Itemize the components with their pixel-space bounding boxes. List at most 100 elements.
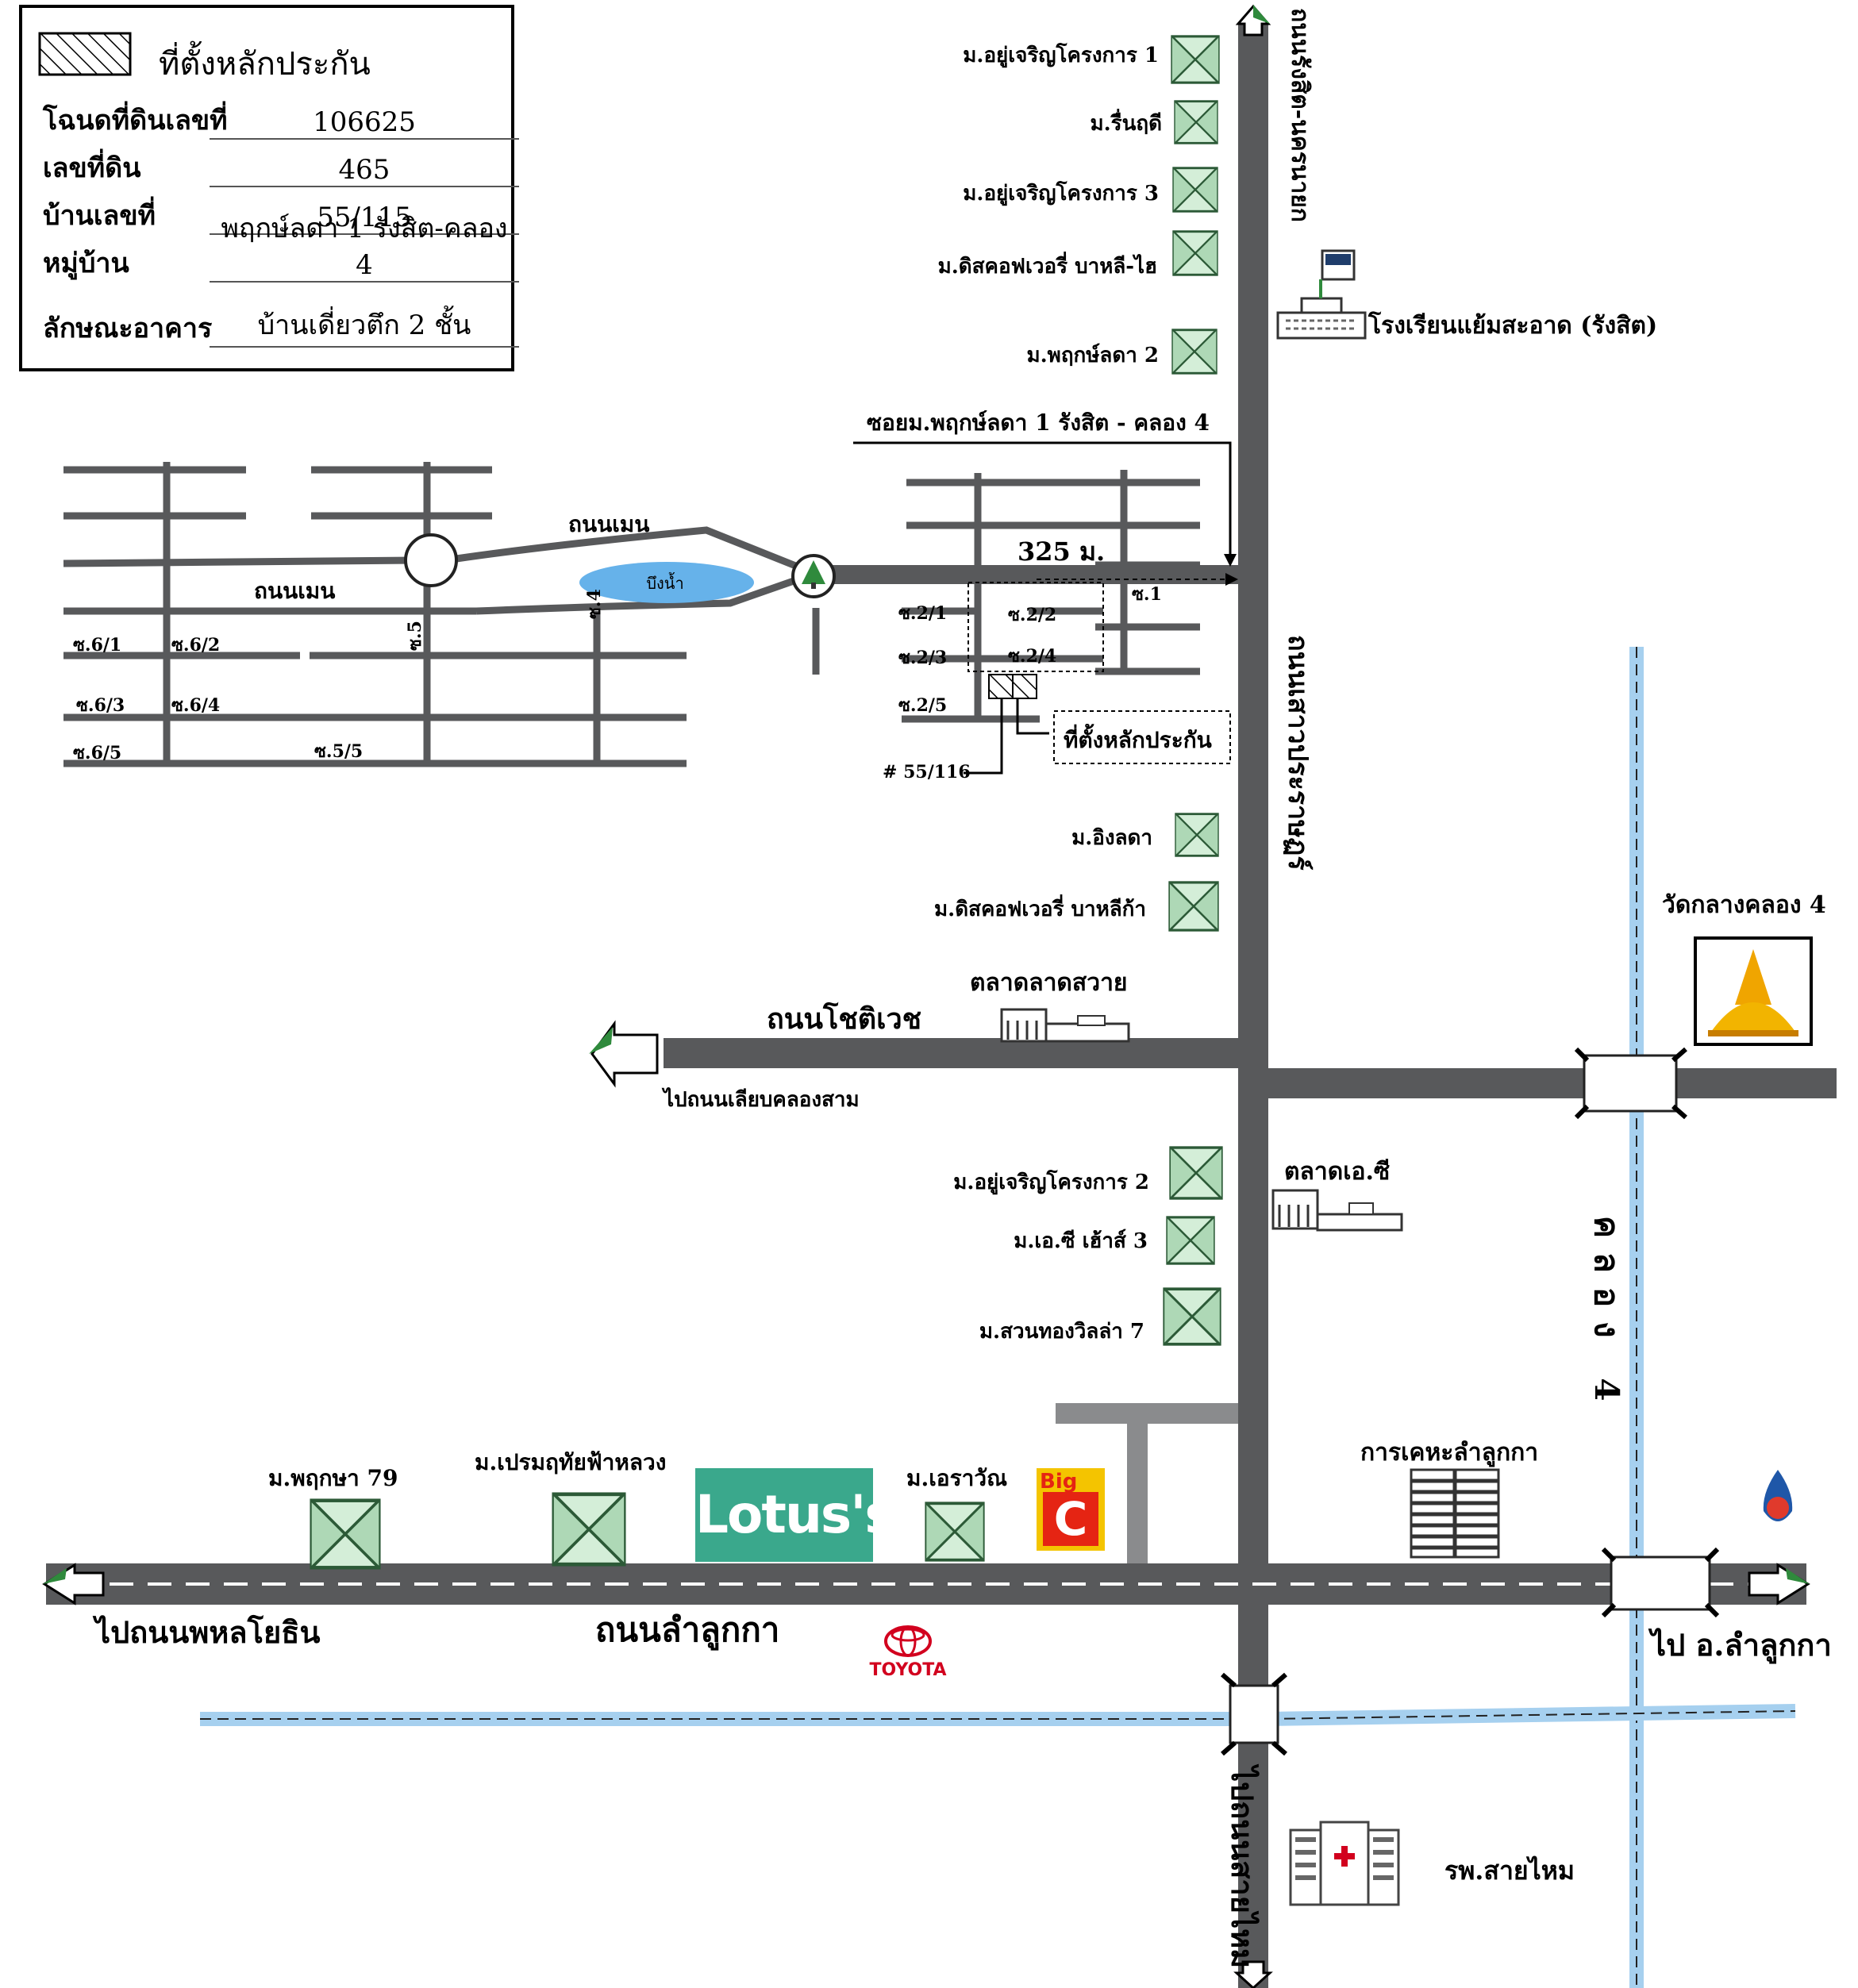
canal-label: คลอง 4 — [1587, 1216, 1626, 1415]
place-label-school: โรงเรียนแย้มสะอาด (รังสิต) — [1368, 310, 1657, 340]
road-label-rangsit: ถนนรังสิต-นครนายก — [1286, 8, 1314, 222]
market-icon — [1271, 1189, 1403, 1232]
village-label: ม.อิงลดา — [1071, 826, 1152, 850]
ptt-station-icon — [1763, 1470, 1793, 1521]
road-label-soi-main: ซอยม.พฤกษ์ลดา 1 รังสิต - คลอง 4 — [867, 410, 1210, 436]
place-label-temple: วัดกลางคลอง 4 — [1662, 891, 1826, 919]
road-label-men-top: ถนนเมน — [568, 511, 649, 537]
soi-label: ซ.6/3 — [76, 695, 125, 716]
legend-row-label: ลักษณะอาคาร — [43, 313, 213, 344]
collateral-area-outline — [967, 582, 1104, 672]
legend-title: ที่ตั้งหลักประกัน — [159, 46, 371, 83]
housing-building-icon — [1410, 1468, 1500, 1559]
village-label: ม.รื่นฤดี — [1090, 108, 1162, 136]
legend-row-value: พฤกษ์ลดา 1 รังสิต-คลอง 4 — [210, 206, 519, 283]
tree-icon — [791, 554, 836, 598]
collateral-plot — [988, 674, 1014, 699]
soi-label: ซ.4 — [584, 589, 605, 619]
pointer-neighbor — [964, 698, 1003, 775]
legend-row-label: หมู่บ้าน — [43, 248, 129, 279]
legend-row-label: บ้านเลขที่ — [43, 200, 156, 232]
soi-label: ซ.6/1 — [73, 635, 121, 656]
hospital-icon — [1289, 1821, 1400, 1906]
canals — [200, 647, 1796, 1988]
legend-row-value: 106625 — [210, 106, 519, 140]
legend-row-value: 55/115 — [210, 202, 519, 235]
soi-label: ซ.1 — [1132, 584, 1162, 605]
village-label: ม.พฤกษ์ลดา 2 — [1026, 343, 1159, 367]
toyota-logo: TOYOTA — [868, 1624, 948, 1680]
village-label: ม.อยู่เจริญโครงการ 3 — [963, 180, 1159, 206]
soi-label: ซ.2/5 — [898, 695, 947, 716]
lotus-logo: Lotus's — [695, 1468, 896, 1562]
legend-row: บ้านเลขที่ 55/115 — [43, 197, 519, 241]
legend-row: หมู่บ้าน พฤกษ์ลดา 1 รังสิต-คลอง 4 — [43, 213, 519, 289]
neighbor-plot — [1012, 674, 1037, 699]
toyota-logo-text: TOYOTA — [869, 1660, 947, 1680]
village-label: ม.ดิสคอฟเวอรี่ บาหลีก้า — [934, 894, 1146, 921]
road-label-to-lamlukka: ไป อ.ลำลูกกา — [1648, 1627, 1832, 1664]
village-label: ม.ดิสคอฟเวอรี่ บาหลี-ไฮ — [938, 251, 1157, 279]
legend-row: โฉนดที่ดินเลขที่ 106625 — [43, 102, 519, 146]
legend-row-label: เลขที่ดิน — [43, 152, 141, 184]
collateral-label: ที่ตั้งหลักประกัน — [1064, 723, 1212, 753]
map-labels: ม.อยู่เจริญโครงการ 1 ม.รื่นฤดี ม.อยู่เจร… — [73, 8, 1832, 1968]
village-label: ม.อยู่เจริญโครงการ 1 — [963, 42, 1159, 68]
distance-label: 325 ม. — [1017, 536, 1105, 567]
legend-row: ลักษณะอาคาร บ้านเดี่ยวตึก 2 ชั้น — [43, 310, 519, 354]
legend-row: เลขที่ดิน 465 — [43, 149, 519, 194]
main-roads — [46, 24, 1837, 1988]
soi-label: ซ.5/5 — [314, 741, 363, 762]
soi-label: ซ.2/1 — [898, 603, 947, 624]
pond-label: บึงน้ำ — [646, 572, 683, 593]
road-label-to-phahonyothin: ไปถนนพหลโยธิน — [92, 1614, 320, 1650]
soi-label: ซ.2/2 — [1008, 605, 1056, 625]
arrow-up-icon — [1235, 4, 1271, 37]
village-label: ม.อยู่เจริญโครงการ 2 — [953, 1169, 1149, 1195]
place-label-housing: การเคหะลำลูกกา — [1360, 1439, 1538, 1467]
arrow-left-icon — [589, 1020, 659, 1088]
neighbor-house-label: # 55/116 — [883, 762, 971, 783]
road-label-men-bottom: ถนนเมน — [254, 578, 335, 604]
place-label-hospital: รพ.สายไหม — [1444, 1855, 1575, 1886]
road-label-to-khlong-sam: ไปถนนเลียบคลองสาม — [661, 1086, 860, 1112]
pointer-collateral — [1016, 698, 1049, 735]
village-label: ม.เอราวัณ — [906, 1465, 1007, 1491]
village-label: ม.สวนทองวิลล่า 7 — [979, 1320, 1144, 1344]
village-label: ม.เอ.ซี เฮ้าส์ 3 — [1014, 1229, 1148, 1253]
bridges — [1221, 1047, 1720, 1756]
school-icon — [1276, 249, 1367, 340]
soi-label: ซ.2/3 — [898, 648, 947, 668]
arrow-down-icon — [1233, 1960, 1273, 1988]
hatch-swatch — [38, 32, 132, 76]
soi-pointer-line — [853, 441, 1232, 560]
soi-main-road — [825, 565, 1238, 584]
road-label-to-sai-mai: ไปถนนสายไหม — [1225, 1763, 1260, 1968]
bigc-logo-small: Big — [1040, 1470, 1078, 1494]
soi-arrow-head — [1224, 554, 1237, 567]
legend-row-label: โฉนดที่ดินเลขที่ — [43, 105, 228, 137]
legend-row-value: 465 — [210, 154, 519, 187]
soi-label: ซ.6/2 — [171, 635, 220, 656]
arrow-left-icon — [42, 1563, 105, 1605]
bigc-logo: Big C — [1037, 1468, 1105, 1551]
village-label: ม.เปรมฤทัยฟ้าหลวง — [475, 1449, 666, 1475]
distance-arrow-head — [1225, 573, 1238, 586]
temple-icon — [1694, 936, 1813, 1046]
road-label-lamlukka: ถนนลำลูกกา — [595, 1610, 779, 1651]
place-label-market-ac: ตลาดเอ.ซี — [1284, 1158, 1390, 1186]
toyota-icon — [884, 1625, 932, 1657]
legend: ที่ตั้งหลักประกัน โฉนดที่ดินเลขที่ 10662… — [19, 5, 519, 371]
subdivision-roads — [63, 462, 1200, 767]
road-label-chotiwet: ถนนโชติเวช — [767, 1002, 921, 1036]
collateral-label-box — [1053, 710, 1231, 764]
arrow-right-icon — [1748, 1563, 1810, 1605]
pond — [579, 562, 754, 603]
road-label-prachathipat: ถนนเสาวประราษฏร์ — [1282, 635, 1314, 871]
bigc-logo-big: C — [1043, 1492, 1098, 1546]
market-icon — [1000, 1008, 1130, 1043]
soi-label: ซ.6/5 — [73, 743, 121, 763]
soi-label: ซ.5 — [405, 621, 425, 651]
legend-row-value: บ้านเดี่ยวตึก 2 ชั้น — [210, 303, 519, 348]
